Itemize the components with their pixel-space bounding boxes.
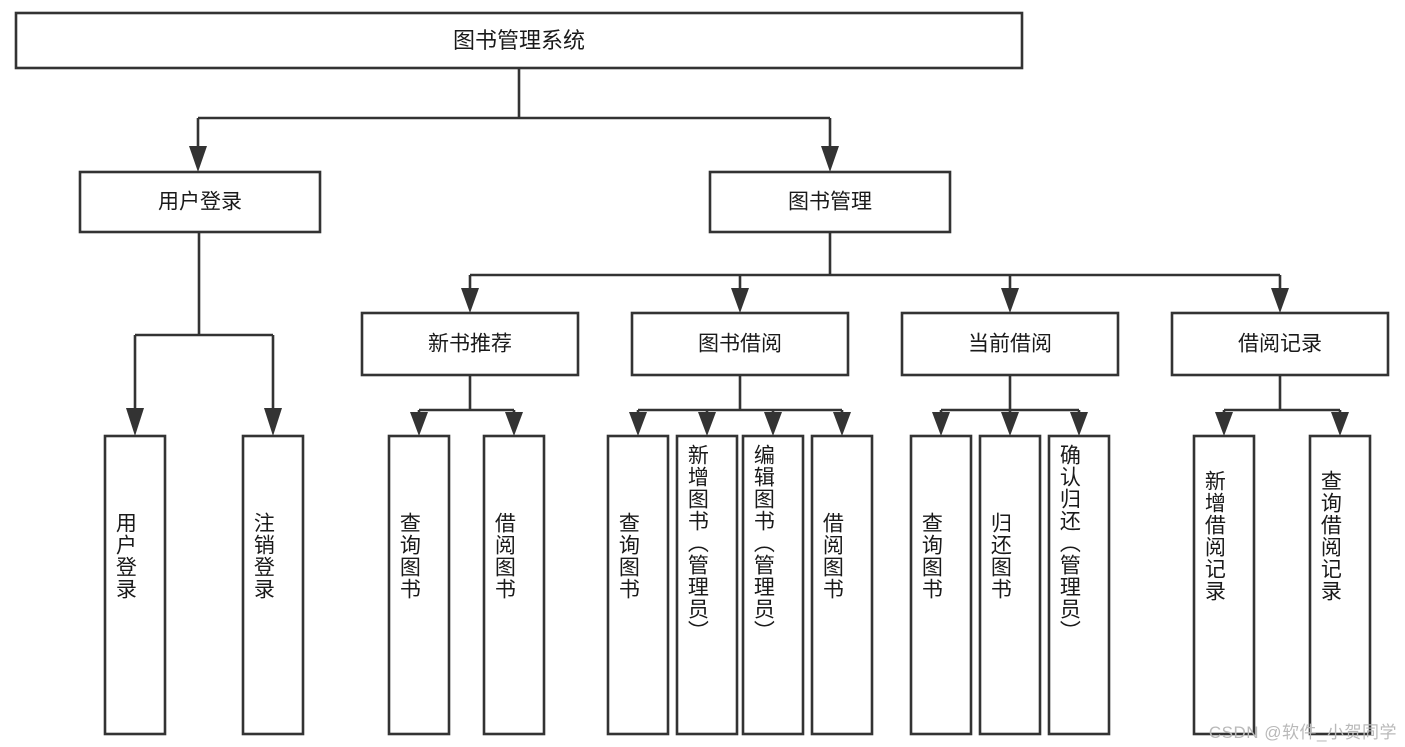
node-book-manage-box[interactable] bbox=[708, 170, 952, 234]
node-user-login[interactable]: 用户登录 bbox=[78, 170, 322, 234]
csdn-watermark: CSDN @软件_小贺同学 bbox=[1208, 723, 1397, 742]
node-root-box[interactable] bbox=[14, 11, 1024, 70]
node-borrow-record-box[interactable] bbox=[1170, 311, 1390, 377]
leaf-box-add-book[interactable] bbox=[675, 434, 739, 736]
leaf-box-user-login[interactable] bbox=[103, 434, 167, 736]
arrow-head-leaf-add-record bbox=[1215, 412, 1233, 436]
leaf-box-add-record[interactable] bbox=[1192, 434, 1256, 736]
arrow-head-leaf-logout-login bbox=[264, 408, 282, 436]
leaf-box-confirm-return[interactable] bbox=[1047, 434, 1111, 736]
arrow-head-leaf-query-book-1 bbox=[410, 412, 428, 436]
node-book-borrow-label: 图书借阅 bbox=[698, 333, 782, 356]
arrow-head-leaf-query-book-2 bbox=[629, 412, 647, 436]
node-user-login-label: 用户登录 bbox=[158, 191, 242, 214]
arrow-head-leaf-return-book bbox=[1001, 412, 1019, 436]
node-current-borrow-label: 当前借阅 bbox=[968, 333, 1052, 356]
leaf-box-query-record[interactable] bbox=[1308, 434, 1372, 736]
arrow-head-new-book-recommend bbox=[461, 288, 479, 313]
leaf-box-query-book-1[interactable] bbox=[387, 434, 451, 736]
node-current-borrow-box[interactable] bbox=[900, 311, 1120, 377]
leaf-box-query-book-2[interactable] bbox=[606, 434, 670, 736]
arrow-head-borrow-record bbox=[1271, 288, 1289, 313]
node-book-manage-label: 图书管理 bbox=[788, 191, 872, 214]
node-borrow-record[interactable]: 借阅记录 bbox=[1170, 311, 1390, 377]
arrow-head-leaf-user-login bbox=[126, 408, 144, 436]
node-book-borrow-box[interactable] bbox=[630, 311, 850, 377]
node-root[interactable]: 图书管理系统 bbox=[14, 11, 1024, 70]
arrow-head-book-borrow bbox=[731, 288, 749, 313]
arrow-head-current-borrow bbox=[1001, 288, 1019, 313]
leaf-box-borrow-book-1[interactable] bbox=[482, 434, 546, 736]
arrow-head-leaf-borrow-book-1 bbox=[505, 412, 523, 436]
node-user-login-box[interactable] bbox=[78, 170, 322, 234]
arrow-head-leaf-query-book-3 bbox=[932, 412, 950, 436]
leaf-box-borrow-book-2[interactable] bbox=[810, 434, 874, 736]
node-current-borrow[interactable]: 当前借阅 bbox=[900, 311, 1120, 377]
leaf-box-query-book-3[interactable] bbox=[909, 434, 973, 736]
node-new-book-recommend-label: 新书推荐 bbox=[428, 333, 512, 356]
arrow-head-book-manage bbox=[821, 146, 839, 172]
arrow-head-leaf-edit-book bbox=[764, 412, 782, 436]
leaf-box-return-book[interactable] bbox=[978, 434, 1042, 736]
leaf-box-edit-book[interactable] bbox=[741, 434, 805, 736]
connector-group bbox=[126, 68, 1349, 436]
arrow-head-leaf-borrow-book-2 bbox=[833, 412, 851, 436]
node-root-label: 图书管理系统 bbox=[453, 28, 585, 53]
node-borrow-record-label: 借阅记录 bbox=[1238, 333, 1322, 356]
node-new-book-recommend[interactable]: 新书推荐 bbox=[360, 311, 580, 377]
node-book-borrow[interactable]: 图书借阅 bbox=[630, 311, 850, 377]
arrow-head-user-login bbox=[189, 146, 207, 172]
arrow-head-leaf-add-book bbox=[698, 412, 716, 436]
leaf-box-logout-login[interactable] bbox=[241, 434, 305, 736]
arrow-head-leaf-confirm-return bbox=[1070, 412, 1088, 436]
node-new-book-recommend-box[interactable] bbox=[360, 311, 580, 377]
node-book-manage[interactable]: 图书管理 bbox=[708, 170, 952, 234]
arrow-head-leaf-query-record bbox=[1331, 412, 1349, 436]
